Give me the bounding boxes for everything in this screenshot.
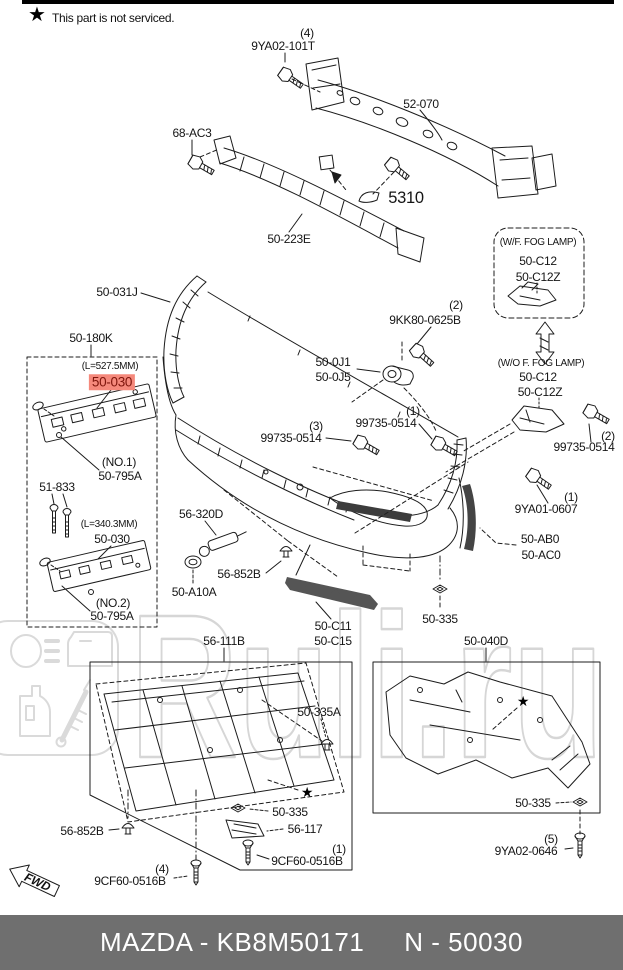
part-label-50-C12[interactable]: 50-C12: [519, 370, 557, 384]
grille-surround-50-031J-drawing: [140, 275, 207, 404]
part-label-50-223E[interactable]: 50-223E: [267, 232, 311, 246]
bolt-icon: [351, 432, 382, 460]
part-label-56-111B[interactable]: 56-111B: [203, 634, 245, 648]
clip-icon: [230, 803, 246, 813]
bolt-icon: [407, 341, 438, 371]
part-label-56-852B[interactable]: 56-852B: [60, 824, 104, 838]
clip-icon: [279, 546, 293, 558]
part-label-50-C11[interactable]: 50-C11: [314, 619, 352, 633]
part-label-9YA02-101T[interactable]: 9YA02-101T: [251, 39, 315, 53]
double-arrow-icon: [535, 321, 555, 365]
condition-label-wf-fog: (W/F. FOG LAMP): [499, 237, 577, 248]
part-label-50-A10A[interactable]: 50-A10A: [171, 585, 217, 599]
part-label-50-C15[interactable]: 50-C15: [314, 634, 352, 648]
top-border: [22, 0, 614, 4]
qty-label: (2): [601, 429, 615, 443]
note-label-no1: (NO.1): [101, 455, 137, 469]
part-label-9CF60-0516B[interactable]: 9CF60-0516B: [271, 854, 343, 868]
fwd-arrow-icon: FWD: [9, 864, 60, 898]
part-label-50-335A[interactable]: 50-335A: [297, 705, 341, 719]
qty-label: (1): [406, 404, 420, 418]
screw-51-833: [62, 508, 72, 538]
section-label-5310[interactable]: 5310: [388, 188, 424, 207]
part-label-99735-0514[interactable]: 99735-0514: [553, 440, 615, 454]
part-label-50-335[interactable]: 50-335: [515, 796, 551, 810]
not-serviced-star-icon: ★: [300, 784, 314, 800]
qty-label: (4): [155, 862, 169, 876]
part-label-50-0J1[interactable]: 50-0J1: [315, 355, 351, 369]
qty-label: (1): [564, 490, 578, 504]
part-label-99735-0514[interactable]: 99735-0514: [260, 431, 322, 445]
bolt-icon: [276, 65, 307, 93]
part-label-68-AC3[interactable]: 68-AC3: [172, 126, 212, 140]
part-label-50-C12Z[interactable]: 50-C12Z: [517, 385, 563, 399]
not-serviced-note: This part is not serviced.: [52, 11, 175, 25]
clip-icon: [121, 823, 135, 835]
screw-51-833: [49, 504, 59, 534]
part-label-50-C12[interactable]: 50-C12: [519, 254, 557, 268]
part-label-50-335[interactable]: 50-335: [272, 805, 308, 819]
part-label-56-320D[interactable]: 56-320D: [179, 507, 223, 521]
part-label-50-180K[interactable]: 50-180K: [69, 331, 113, 345]
part-label-99735-0514[interactable]: 99735-0514: [355, 416, 417, 430]
plate-holder-no1-drawing: [37, 383, 157, 443]
plate-holder-no2-drawing: [46, 540, 152, 592]
qty-label: (2): [449, 298, 463, 312]
qty-label: (3): [309, 419, 323, 433]
part-label-56-852B[interactable]: 56-852B: [217, 567, 261, 581]
part-label-9KK80-0625B[interactable]: 9KK80-0625B: [389, 313, 461, 327]
impact-bar-52-070-drawing: [305, 57, 557, 199]
footer-figure-number: N - 50030: [404, 927, 523, 957]
not-serviced-star-icon: ★: [28, 4, 46, 26]
fog-bracket-section: [445, 227, 612, 504]
part-label-50-795A[interactable]: 50-795A: [90, 609, 134, 623]
condition-label-wo-fog: (W/O F. FOG LAMP): [497, 358, 585, 369]
undercover-box-50-040D: [372, 647, 601, 859]
door-icon: [67, 631, 113, 667]
part-label-50-335[interactable]: 50-335: [422, 612, 458, 626]
bolt-icon: [581, 401, 612, 429]
not-serviced-star-icon: ★: [516, 693, 530, 709]
part-label-50-031J[interactable]: 50-031J: [96, 285, 138, 299]
part-label-9YA02-0646[interactable]: 9YA02-0646: [494, 844, 558, 858]
front-bumper-drawing: [162, 291, 517, 620]
part-label-51-833[interactable]: 51-833: [39, 480, 75, 494]
part-label-50-AB0[interactable]: 50-AB0: [520, 532, 560, 546]
note-label-no2: (NO.2): [95, 596, 131, 610]
part-label-50-030[interactable]: 50-030: [94, 532, 130, 546]
part-label-9YA01-0607[interactable]: 9YA01-0607: [514, 502, 578, 516]
part-label-50-040D[interactable]: 50-040D: [464, 634, 508, 648]
part-label-50-0J5[interactable]: 50-0J5: [315, 370, 351, 384]
part-label-50-AC0[interactable]: 50-AC0: [521, 548, 561, 562]
screw-icon: [190, 859, 202, 886]
qty-label: (1): [332, 842, 346, 856]
fwd-label: FWD: [22, 870, 53, 894]
qty-label: (5): [544, 832, 558, 846]
watermark-text: Ruli.ru: [130, 573, 604, 801]
part-label-50-C12Z[interactable]: 50-C12Z: [515, 270, 561, 284]
part-label-56-117[interactable]: 56-117: [287, 822, 323, 836]
oil-jug-icon: [19, 685, 51, 737]
part-label-52-070[interactable]: 52-070: [403, 97, 439, 111]
qty-label: (4): [300, 26, 314, 40]
part-label-50-030-selected[interactable]: 50-030: [88, 374, 136, 390]
footer-catalog-code: MAZDA - KB8M50171: [100, 927, 365, 957]
absorber-50-223E-drawing: [213, 135, 425, 263]
bolt-icon: [429, 433, 460, 461]
screw-icon: [242, 839, 254, 866]
top-hardware: [186, 52, 443, 233]
part-label-50-795A[interactable]: 50-795A: [98, 469, 142, 483]
footer-bar: MAZDA - KB8M50171 N - 50030: [0, 915, 623, 970]
watermark-badge: [0, 620, 119, 756]
length-label-no1: (L=527.5MM): [81, 361, 139, 372]
part-label-9CF60-0516B[interactable]: 9CF60-0516B: [94, 874, 166, 888]
clip-5310: [358, 191, 380, 203]
screw-icon: [574, 832, 586, 859]
bolt-icon: [186, 152, 217, 180]
length-label-no2: (L=340.3MM): [80, 519, 138, 530]
